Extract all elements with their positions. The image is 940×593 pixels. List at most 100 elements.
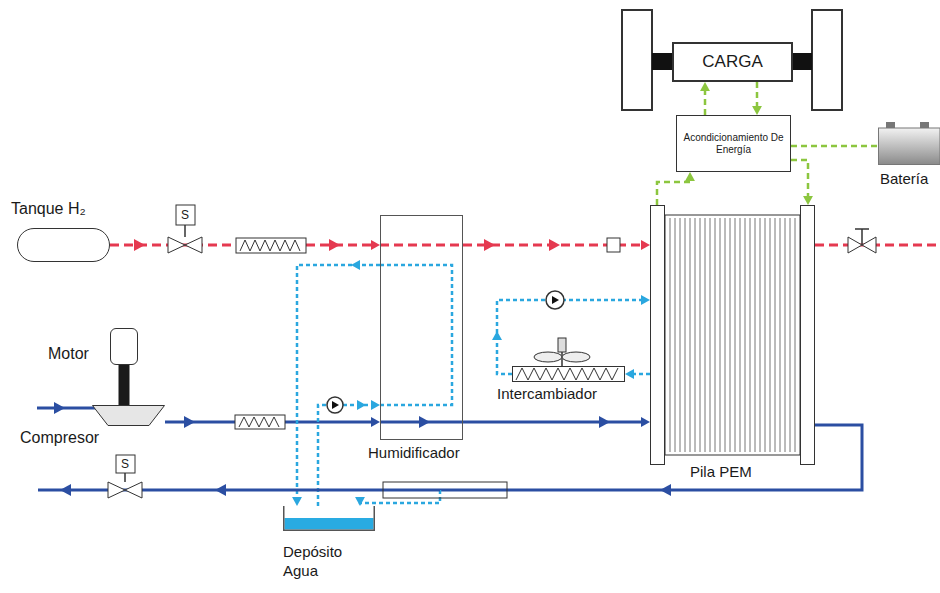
- filter-coil: [240, 240, 300, 251]
- cell-plate: [785, 218, 786, 452]
- filter-coil: [239, 417, 279, 427]
- solenoid-box: [176, 205, 195, 225]
- cell-plate: [770, 218, 771, 452]
- pipe-connector: [791, 160, 813, 205]
- pipe-line: [463, 421, 644, 424]
- valve-symbol: [862, 237, 876, 253]
- cell-plate: [725, 218, 726, 452]
- node-shape: [650, 205, 815, 465]
- water-level: [285, 518, 374, 530]
- pipe-connector: [657, 172, 695, 205]
- valve-stem: [184, 225, 186, 237]
- arrow-head: [292, 497, 302, 506]
- box-text: Acondicionamiento De Energía: [681, 132, 786, 156]
- pipe-line: [791, 145, 878, 148]
- flow-arrow: [599, 416, 610, 428]
- part-label: Motor: [48, 344, 89, 364]
- end-plate: [801, 206, 815, 465]
- arrow-head: [371, 400, 380, 410]
- filter-symbol: [236, 238, 306, 253]
- arrow-head: [371, 417, 380, 427]
- arrow-head: [641, 240, 650, 250]
- cell-plate: [675, 218, 676, 452]
- flow-arrow: [215, 484, 226, 496]
- cell-plate: [690, 218, 691, 452]
- exhaust-pipe: [38, 489, 440, 492]
- pipe-connector: [463, 417, 650, 427]
- sensor-symbol: [607, 238, 620, 252]
- power-conditioning-box: Acondicionamiento De Energía: [676, 115, 791, 172]
- valve-handle: [855, 228, 869, 230]
- wheel: [622, 10, 652, 110]
- cell-plate: [795, 218, 796, 452]
- cell-plate: [705, 218, 706, 452]
- pipe-connector: [752, 82, 762, 115]
- valve-symbol: [108, 482, 125, 498]
- motor: Motor: [110, 328, 138, 365]
- battery-terminal: [920, 122, 929, 128]
- cell-plate: [750, 218, 751, 452]
- battery: Batería: [878, 122, 940, 165]
- load-box: CARGA: [672, 42, 793, 82]
- cell-plate: [715, 218, 716, 452]
- pump-arrow: [332, 401, 339, 409]
- cell-plate: [780, 218, 781, 452]
- arrow-head: [700, 82, 710, 91]
- cell-plate: [745, 218, 746, 452]
- flow-arrow: [54, 402, 65, 414]
- coil-zigzag: [516, 368, 618, 380]
- fan-blade: [534, 352, 562, 362]
- part-label: Pila PEM: [690, 463, 752, 482]
- solenoid-label: S: [181, 209, 189, 221]
- pipe-line: [791, 160, 808, 199]
- wheel: [812, 10, 842, 110]
- flow-arrow: [329, 239, 340, 251]
- valve-symbol: [848, 237, 862, 253]
- flow-arrow: [660, 484, 671, 496]
- cell-plate: [685, 218, 686, 452]
- water-separator: [383, 482, 507, 498]
- flow-arrow: [419, 416, 430, 428]
- flow-arrow: [134, 239, 145, 251]
- cell-plate: [695, 218, 696, 452]
- hydrogen-tank: Tanque H₂: [17, 228, 110, 262]
- arrow-head: [803, 196, 813, 205]
- pipe-connector: [292, 265, 380, 506]
- flow-arrow: [351, 260, 360, 270]
- pipe-connector: [124, 365, 125, 405]
- pipe-line: [756, 82, 759, 109]
- node-shape: [283, 506, 375, 531]
- stack-body: [665, 215, 800, 455]
- compressor: Compresor: [92, 405, 165, 426]
- flow-arrow: [357, 400, 366, 410]
- cell-plate: [730, 218, 731, 452]
- part-label: Batería: [880, 170, 928, 189]
- axle: [652, 53, 672, 70]
- battery-body: [879, 128, 940, 165]
- pipe-connector: [791, 146, 878, 147]
- box-text: CARGA: [702, 52, 762, 72]
- pump-symbol: [546, 291, 564, 309]
- pipe-line: [631, 373, 650, 376]
- arrow-head: [641, 417, 650, 427]
- end-plate: [651, 206, 665, 465]
- water-pipe: [380, 265, 452, 405]
- pipe-connector: [625, 369, 650, 379]
- pipe-line: [497, 300, 644, 374]
- node-shape: [878, 122, 940, 165]
- solenoid-box: [116, 455, 135, 473]
- arrow-head: [685, 172, 695, 181]
- pipe-line: [297, 265, 380, 500]
- cell-plate: [680, 218, 681, 452]
- hydrogen-pipe: [380, 244, 463, 247]
- arrow-head: [625, 369, 634, 379]
- battery-terminal: [886, 122, 895, 128]
- solenoid-label: S: [121, 458, 129, 470]
- air-inlet-pipe: [37, 407, 95, 410]
- fan-motor: [558, 338, 566, 352]
- humidifier: Humidificador: [380, 215, 463, 440]
- pipe-line: [360, 490, 440, 503]
- cell-plate: [720, 218, 721, 452]
- part-label: Intercambiador: [497, 385, 597, 404]
